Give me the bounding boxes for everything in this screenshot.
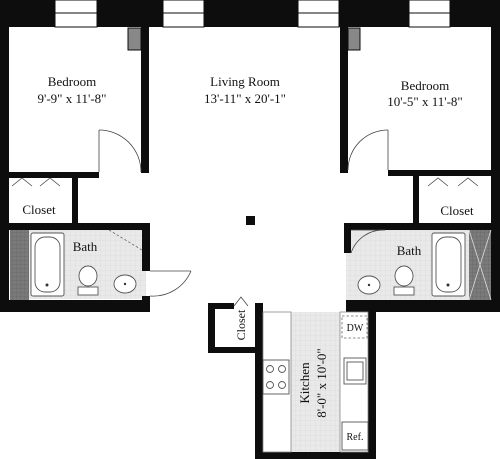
kitchen-dims: 8'-0" x 10'-0"	[314, 348, 329, 417]
dishwasher-label: DW	[347, 323, 364, 334]
kitchen-name: Kitchen	[297, 362, 312, 404]
toilet-right	[394, 265, 414, 287]
toilet-left	[78, 265, 98, 287]
bath-right-name: Bath	[397, 243, 422, 258]
bedroom-left-name: Bedroom	[48, 74, 96, 89]
doors	[11, 129, 479, 307]
closet-center-name: Closet	[234, 309, 248, 340]
bathtub-left	[30, 232, 65, 297]
closet-left-name: Closet	[22, 202, 56, 217]
bath-right-fixtures	[357, 229, 492, 301]
bedroom-right-dims: 10'-5" x 11'-8"	[387, 94, 462, 109]
bedroom-left-dims: 9'-9" x 11'-8"	[38, 91, 107, 106]
bath-left-wall-tile	[10, 230, 29, 300]
dishwasher	[341, 315, 368, 339]
tile-floors	[10, 229, 492, 452]
bathtub-right	[431, 232, 466, 297]
living-room-dims: 13'-11" x 20'-1"	[204, 91, 286, 106]
bath-left-fixtures	[10, 230, 137, 300]
refrigerator	[341, 421, 369, 451]
bedroom-right-name: Bedroom	[401, 78, 449, 93]
kitchen-fixtures	[262, 311, 369, 453]
living-room-name: Living Room	[210, 74, 280, 89]
range	[262, 359, 290, 395]
labels: Bedroom 9'-9" x 11'-8" Living Room 13'-1…	[22, 74, 474, 443]
refrigerator-label: Ref.	[347, 432, 364, 443]
closet-right-name: Closet	[440, 203, 474, 218]
kitchen-sink	[343, 357, 367, 385]
bath-left-name: Bath	[73, 239, 98, 254]
